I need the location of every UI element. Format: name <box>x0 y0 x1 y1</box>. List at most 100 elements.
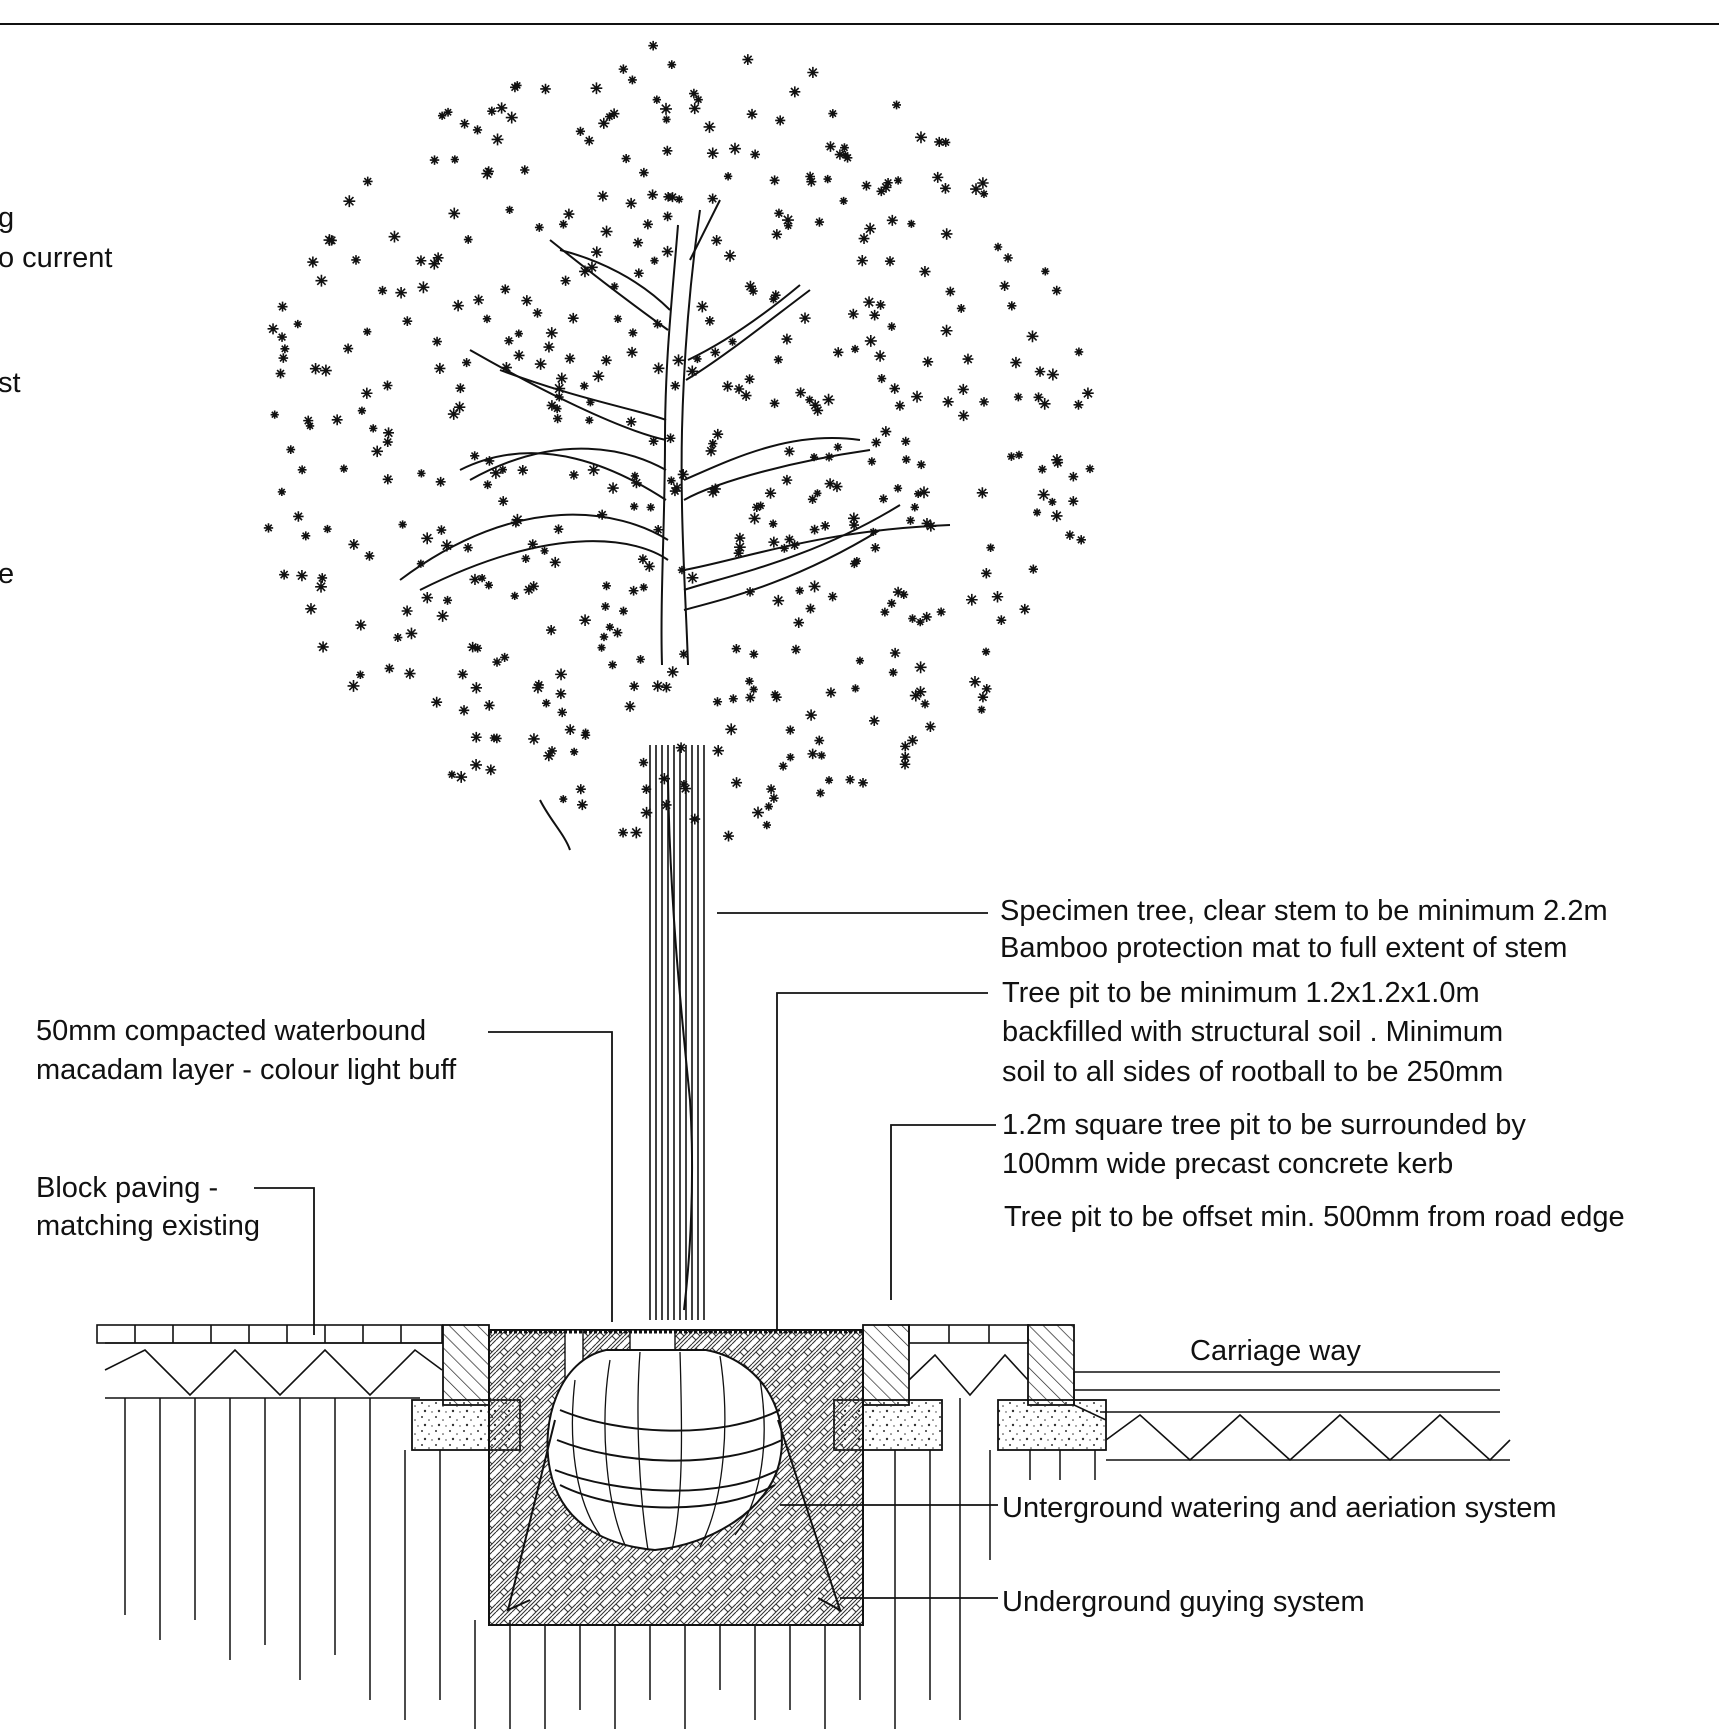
tree-stem <box>649 745 705 1320</box>
foliage-mark <box>816 788 825 798</box>
foliage-mark <box>637 554 648 565</box>
foliage-mark <box>463 542 473 553</box>
foliage-mark <box>569 470 579 480</box>
foliage-mark <box>377 285 388 296</box>
foliage-mark <box>864 334 877 347</box>
foliage-mark <box>679 649 689 659</box>
leader-lines <box>254 912 998 1599</box>
foliage-mark <box>618 827 628 838</box>
foliage-mark <box>986 543 995 552</box>
foliage-mark <box>317 641 329 653</box>
foliage-mark <box>785 725 795 735</box>
foliage-mark <box>472 125 483 135</box>
foliage-mark <box>510 591 519 601</box>
foliage-mark <box>848 308 859 320</box>
foliage-mark <box>630 471 639 481</box>
foliage-mark <box>708 438 718 449</box>
foliage-mark <box>806 176 817 187</box>
stem-annotation: Specimen tree, clear stem to be minimum … <box>1000 895 1608 927</box>
foliage-mark <box>462 358 472 368</box>
foliage-mark <box>500 652 510 662</box>
foliage-mark <box>532 681 544 694</box>
foliage-mark <box>431 696 443 708</box>
foliage-mark <box>553 524 564 535</box>
rootball <box>546 1349 783 1552</box>
foliage-mark <box>742 54 754 66</box>
foliage-mark <box>296 569 308 582</box>
foliage-mark <box>812 404 824 416</box>
foliage-mark <box>384 663 395 674</box>
foliage-mark <box>1033 508 1042 517</box>
foliage-mark <box>421 592 433 604</box>
foliage-mark <box>889 383 901 394</box>
paving-annotation: matching existing <box>36 1210 260 1242</box>
foliage-mark <box>624 700 636 712</box>
foliage-mark <box>871 437 882 448</box>
foliage-mark <box>586 261 598 274</box>
foliage-mark <box>401 605 413 617</box>
kerb-annotation: 100mm wide precast concrete kerb <box>1002 1148 1453 1180</box>
foliage-mark <box>1051 453 1063 466</box>
offset-annotation: Tree pit to be offset min. 500mm from ro… <box>1004 1201 1625 1233</box>
foliage-mark <box>523 584 535 595</box>
foliage-mark <box>600 225 613 238</box>
foliage-mark <box>744 280 756 292</box>
foliage-mark <box>305 603 317 615</box>
foliage-mark <box>648 40 659 51</box>
foliage-mark <box>851 684 860 693</box>
foliage-mark <box>455 771 468 783</box>
foliage-mark <box>416 559 425 568</box>
foliage-mark <box>734 541 746 554</box>
foliage-mark <box>369 424 378 433</box>
foliage-mark <box>643 560 655 572</box>
carriageway-label: Carriage way <box>1190 1335 1361 1367</box>
foliage-mark <box>586 398 595 407</box>
foliage-mark <box>639 583 648 592</box>
foliage-mark <box>850 344 860 354</box>
foliage-mark <box>602 581 611 591</box>
foliage-mark <box>343 195 356 208</box>
foliage-mark <box>805 395 814 405</box>
paving-annotation: Block paving - <box>36 1172 218 1204</box>
foliage-mark <box>916 617 925 627</box>
paving-right <box>908 1324 1029 1397</box>
foliage-mark <box>1010 356 1022 369</box>
foliage-mark <box>1082 387 1094 400</box>
foliage-mark <box>689 88 699 99</box>
foliage-mark <box>756 501 765 511</box>
foliage-mark <box>920 699 930 709</box>
foliage-mark <box>969 676 981 688</box>
foliage-mark <box>1038 398 1051 410</box>
foliage-mark <box>863 296 875 308</box>
foliage-mark <box>432 336 442 347</box>
foliage-mark <box>402 316 413 327</box>
foliage-mark <box>962 353 974 365</box>
foliage-mark <box>521 295 533 307</box>
foliage-mark <box>893 484 903 493</box>
foliage-mark <box>749 649 759 659</box>
foliage-mark <box>999 280 1010 292</box>
tree-pit-annotation: soil to all sides of rootball to be 250m… <box>1002 1056 1503 1088</box>
foliage-mark <box>940 324 953 337</box>
foliage-mark <box>771 229 783 240</box>
foliage-mark <box>1007 452 1016 461</box>
foliage-mark <box>371 445 383 458</box>
foliage-mark <box>675 195 684 204</box>
foliage-mark <box>326 235 337 246</box>
foliage-mark <box>686 365 699 378</box>
foliage-mark <box>665 433 676 444</box>
foliage-mark <box>513 349 525 361</box>
foliage-mark <box>965 593 978 606</box>
foliage-mark <box>652 362 665 375</box>
foliage-mark <box>768 519 778 529</box>
foliage-mark <box>599 632 609 642</box>
foliage-mark <box>901 455 911 464</box>
foliage-mark <box>660 102 672 115</box>
foliage-mark <box>540 546 549 555</box>
foliage-mark <box>1052 457 1064 468</box>
watering-annotation: Unterground watering and aeriation syste… <box>1002 1492 1557 1524</box>
foliage-mark <box>849 520 860 531</box>
block-paving-left <box>96 1324 443 1399</box>
foliage-mark <box>564 724 576 736</box>
foliage-mark <box>478 574 487 583</box>
